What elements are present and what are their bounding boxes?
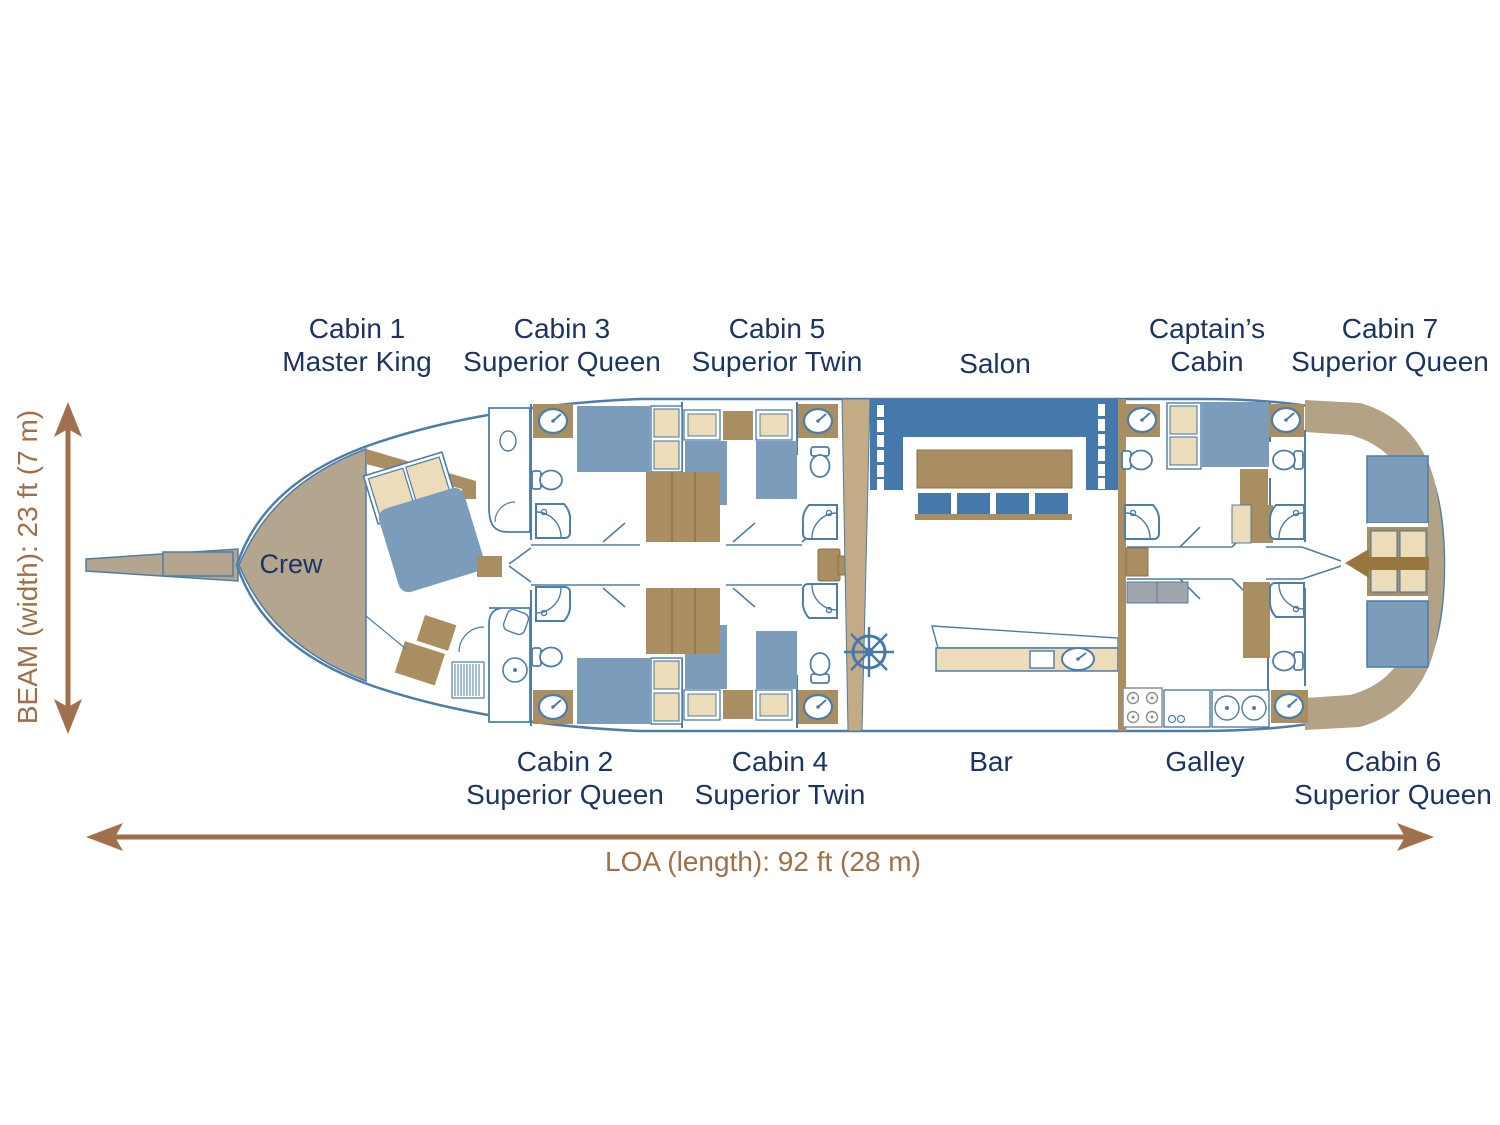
- shower-icon: [1268, 582, 1305, 618]
- beam-dimension-label: BEAM (width): 23 ft (7 m): [12, 409, 43, 725]
- entry-arrow-icon: [1345, 549, 1429, 578]
- center-stairs: [646, 472, 848, 654]
- stove-icon: [1122, 687, 1163, 728]
- master-bed: [378, 487, 485, 593]
- loa-arrow-icon: [86, 823, 1434, 851]
- toilet-icon: [1272, 650, 1304, 672]
- label-galley: Galley: [1165, 746, 1245, 777]
- toilet-icon: [1272, 449, 1304, 471]
- side-table: [477, 556, 502, 577]
- salon-chair: [996, 493, 1029, 514]
- label-bar: Bar: [969, 746, 1013, 777]
- salon-sofa: [903, 399, 1118, 490]
- loa-dimension-label: LOA (length): 92 ft (28 m): [605, 846, 921, 877]
- salon-wall: [1118, 399, 1126, 731]
- toilet-icon: [531, 646, 563, 668]
- bar-furniture: [931, 625, 1119, 672]
- galley-counter: [1163, 689, 1211, 728]
- beam-arrow-icon: [54, 402, 82, 734]
- ship-wheel-icon: [844, 627, 894, 677]
- porthole-gauge-icon: [1126, 406, 1158, 434]
- toilet-icon: [531, 469, 563, 491]
- label-salon: Salon: [959, 348, 1031, 379]
- salon-chair: [957, 493, 990, 514]
- salon-chair: [1035, 493, 1068, 514]
- label-crew: Crew: [259, 549, 323, 579]
- twin-bed: [756, 441, 797, 499]
- captains-bed: [1202, 402, 1269, 467]
- shower-icon: [535, 503, 572, 539]
- captains-cabin-furniture: [1121, 402, 1273, 658]
- shower-icon: [1268, 504, 1305, 540]
- grille: [451, 661, 485, 699]
- toilet-icon: [1121, 449, 1153, 471]
- shower-icon: [1124, 504, 1161, 540]
- cabin-7-bed: [1366, 455, 1429, 524]
- porthole-gauge-icon: [537, 407, 569, 435]
- toilet-icon: [809, 652, 831, 684]
- salon-furniture: [870, 399, 1118, 520]
- queen-bed: [577, 658, 650, 724]
- cabin-1-furniture: [362, 407, 531, 723]
- shower-icon: [801, 583, 838, 619]
- companionway-wall: [841, 398, 871, 732]
- porthole-gauge-icon: [802, 693, 834, 721]
- bar-sink: [1029, 650, 1055, 669]
- cabin-6-bed: [1366, 600, 1429, 668]
- stern-berths: [1345, 455, 1429, 668]
- crew-area: [238, 447, 367, 683]
- washbasins: [533, 404, 1308, 724]
- burner-unit: [1211, 689, 1270, 728]
- cabin-3-furniture: [531, 405, 683, 539]
- cabin-2-furniture: [531, 586, 683, 725]
- stairs-icon: [870, 399, 903, 490]
- shower-icon: [535, 586, 572, 622]
- door-jamb: [1125, 547, 1149, 577]
- queen-bed: [577, 406, 650, 472]
- bowsprit-windlass: [162, 551, 234, 577]
- salon-table: [916, 449, 1073, 489]
- porthole-gauge-icon: [802, 407, 834, 435]
- porthole-gauge-icon: [1270, 406, 1302, 434]
- twin-bed: [756, 631, 797, 689]
- porthole-gauge-icon: [1273, 692, 1305, 720]
- shower-icon: [801, 504, 838, 540]
- ensuite-top: [488, 407, 531, 533]
- chairs: [394, 614, 457, 686]
- salon-chair: [918, 493, 951, 514]
- porthole-gauge-icon: [537, 693, 569, 721]
- toilet-icon: [809, 446, 831, 478]
- galley-furniture: [1122, 687, 1270, 728]
